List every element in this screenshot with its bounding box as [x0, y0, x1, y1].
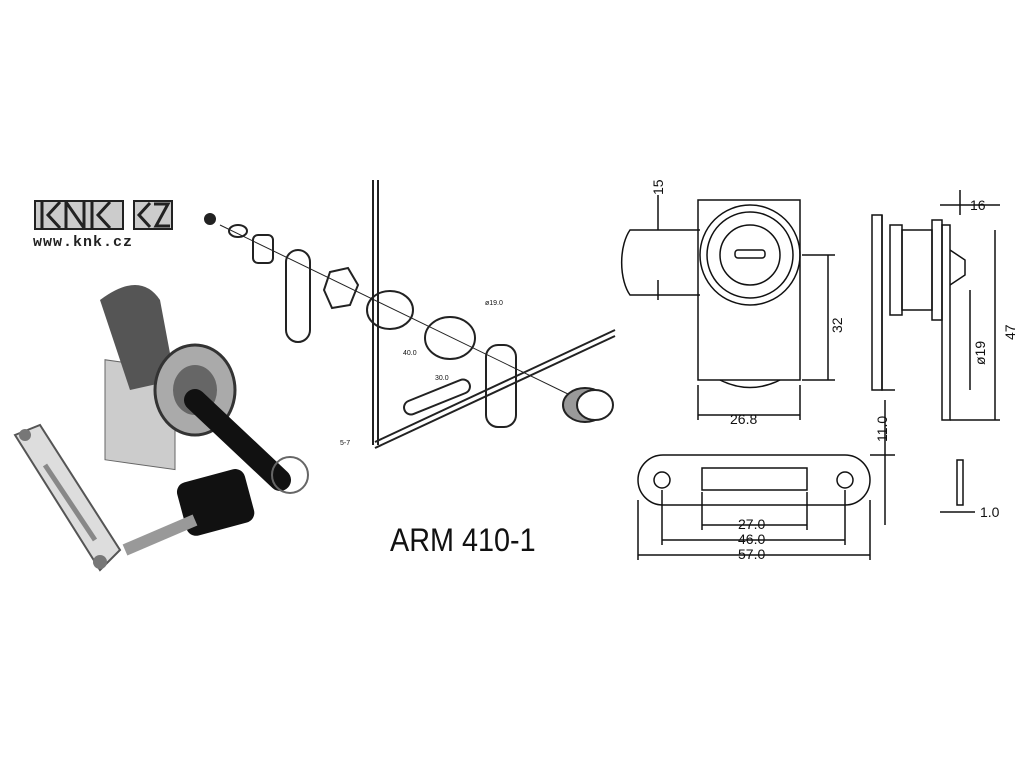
label-hole-diameter: ø19.0	[485, 300, 503, 307]
dim-cam-height: 15	[650, 179, 666, 195]
dim-plate-length: 57.0	[738, 546, 765, 562]
website-url: www.knk.cz	[33, 234, 134, 251]
dim-front-width: 26.8	[730, 411, 757, 427]
dim-side-top: 16	[970, 197, 986, 213]
exploded-view-drawing: ø19.0 40.0 30.0 5-7	[204, 180, 616, 449]
dim-plate-height: 11.0	[874, 416, 890, 442]
dimension-drawing: 15 32 26.8 16 ø19 47 11.0 27.0 46.0 57.0…	[620, 179, 1018, 562]
knk-logo	[34, 200, 173, 230]
product-photo	[13, 285, 309, 572]
label-dim-b: 30.0	[435, 375, 449, 382]
label-thickness: 5-7	[340, 440, 350, 447]
dim-plate-thickness: 1.0	[980, 504, 1000, 520]
label-dim-a: 40.0	[403, 350, 417, 357]
dim-plate-holes: 46.0	[738, 531, 765, 547]
dim-side-diameter: ø19	[972, 341, 988, 365]
dim-front-height: 32	[829, 317, 845, 333]
dim-plate-slot: 27.0	[738, 516, 765, 532]
dim-side-overall: 47	[1002, 324, 1018, 340]
model-name: ARM 410-1	[390, 522, 536, 558]
